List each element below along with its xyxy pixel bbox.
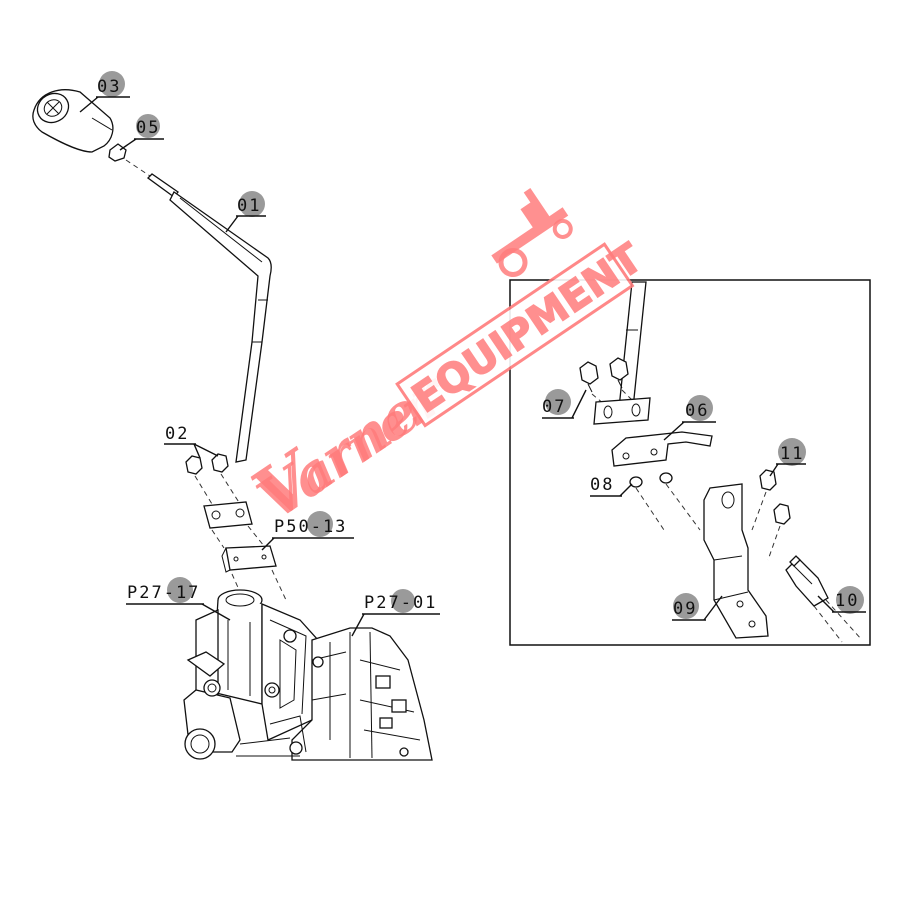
callout-p27-01: P27-01 [351,589,440,637]
bolts-02 [185,453,241,505]
callout-03-label: 03 [97,77,121,97]
callout-02: 02 [164,424,219,459]
gearbox-assembly [183,589,433,761]
detail-bracket-06 [611,431,713,467]
callout-07: 07 [542,389,587,419]
callout-06: 06 [663,395,716,441]
callout-01-label: 01 [237,196,261,216]
callout-07-label: 07 [542,397,566,417]
callout-06-label: 06 [685,401,709,421]
callout-11: 11 [769,438,806,477]
detail-bolts-11 [751,469,791,561]
detail-bolts-07 [579,357,635,405]
callout-p27-17: P27-17 [126,577,231,621]
callout-10: 10 [817,586,866,614]
detail-switch-10 [785,555,863,643]
tractor-icon [491,188,573,277]
callout-p50-13-label: P50-13 [274,517,347,537]
callout-09: 09 [672,593,723,621]
callout-p27-17-label: P27-17 [127,583,200,603]
nut-05 [108,143,127,162]
callout-05: 05 [119,114,164,151]
callout-02-label: 02 [165,424,189,444]
clamp-plate [203,501,265,549]
callout-10-label: 10 [835,591,859,611]
callout-05-label: 05 [136,118,160,138]
shift-lever [125,159,272,463]
callout-p50-13: P50-13 [261,511,354,551]
callout-09-label: 09 [673,599,697,619]
detail-inset: 07 06 11 08 09 10 [509,279,871,646]
callout-03: 03 [79,71,130,113]
shift-knob [32,89,114,153]
plate-p50-13 [221,545,287,601]
callout-11-label: 11 [780,444,804,464]
callout-p27-01-label: P27-01 [364,593,437,613]
callout-08: 08 [590,475,633,497]
callout-08-label: 08 [590,475,614,495]
callout-01: 01 [225,191,266,233]
